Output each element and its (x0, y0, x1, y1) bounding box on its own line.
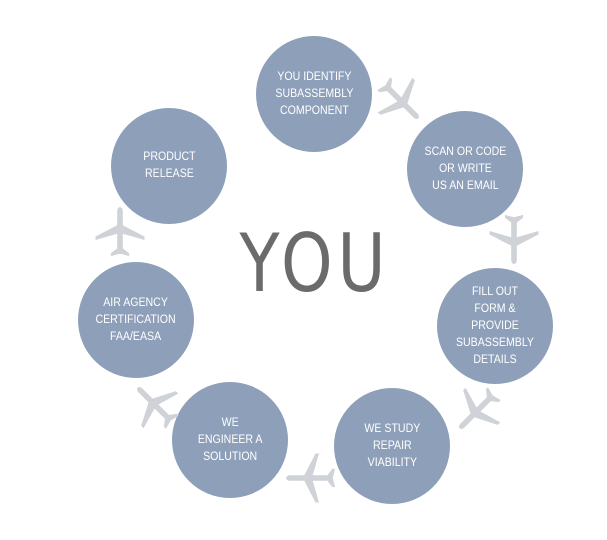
step-label-line: FAA/EASA (110, 330, 162, 343)
airplane-icon (116, 366, 195, 445)
step-scan-or-email: SCAN OR CODE OR WRITE US AN EMAIL (407, 111, 523, 227)
step-label: AIR AGENCY CERTIFICATION FAA/EASA (96, 295, 176, 346)
step-label-line: SOLUTION (202, 450, 258, 463)
step-label-line: US AN EMAIL (431, 179, 499, 192)
step-label-line: SCAN OR CODE (424, 145, 506, 158)
step-label-line: CERTIFICATION (95, 313, 177, 326)
step-label-line: OR WRITE (438, 162, 492, 175)
step-certification: AIR AGENCY CERTIFICATION FAA/EASA (78, 262, 194, 378)
step-fill-out-form: FILL OUT FORM & PROVIDE SUBASSEMBLY DETA… (437, 268, 553, 384)
step-label-line: AIR AGENCY (103, 296, 169, 309)
airplane-icon (486, 210, 542, 266)
step-label-line: COMPONENT (279, 104, 349, 117)
step-label: WE STUDY REPAIR VIABILITY (364, 421, 420, 472)
step-engineer-solution: WE ENGINEER A SOLUTION (172, 382, 288, 498)
step-label: YOU IDENTIFY SUBASSEMBLY COMPONENT (275, 69, 353, 120)
step-label-line: SUBASSEMBLY (274, 87, 353, 100)
airplane-icon (360, 60, 439, 139)
step-identify-component: YOU IDENTIFY SUBASSEMBLY COMPONENT (256, 36, 372, 152)
step-label-line: ENGINEER A (197, 433, 263, 446)
step-label-line: REPAIR (372, 439, 412, 452)
step-label: SCAN OR CODE OR WRITE US AN EMAIL (424, 144, 506, 195)
airplane-icon (284, 450, 340, 506)
step-label-line: WE STUDY (364, 422, 420, 435)
center-title: YOU (239, 216, 391, 310)
step-label-line: DETAILS (473, 353, 517, 366)
step-label: PRODUCT RELEASE (143, 149, 195, 183)
step-label-line: SUBASSEMBLY (455, 336, 534, 349)
step-label-line: RELEASE (144, 168, 194, 180)
step-label: WE ENGINEER A SOLUTION (198, 415, 263, 466)
step-label-line: YOU IDENTIFY (276, 70, 352, 83)
step-label-line: WE (221, 416, 239, 429)
step-label-line: FILL OUT (471, 285, 519, 298)
step-label-line: PRODUCT (142, 151, 196, 163)
step-label-line: VIABILITY (367, 456, 417, 469)
step-product-release: PRODUCT RELEASE (111, 108, 227, 224)
step-study-viability: WE STUDY REPAIR VIABILITY (334, 388, 450, 504)
step-label-line: FORM & PROVIDE (471, 302, 519, 332)
airplane-icon (438, 370, 517, 449)
step-label: FILL OUT FORM & PROVIDE SUBASSEMBLY DETA… (451, 284, 539, 369)
airplane-icon (92, 205, 148, 261)
